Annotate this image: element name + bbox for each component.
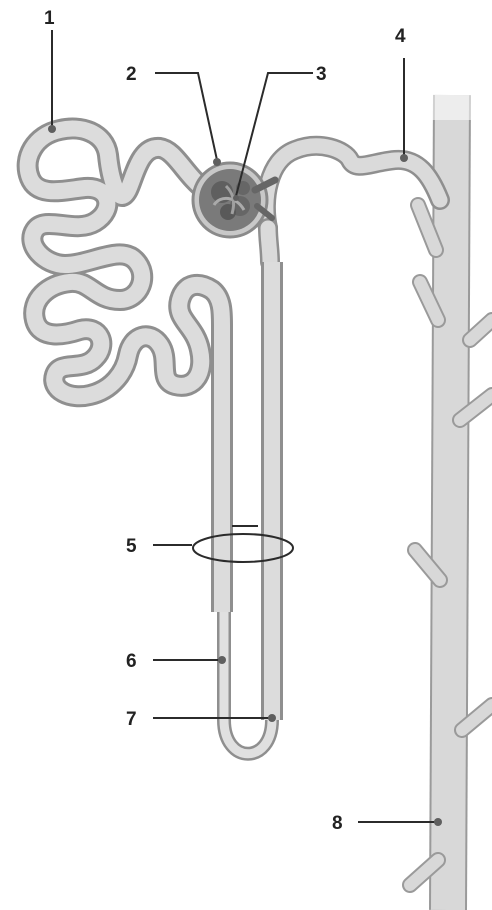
label-1: 1 <box>44 8 55 29</box>
collecting-duct <box>410 80 492 910</box>
label-3: 3 <box>316 64 327 85</box>
label-2: 2 <box>126 64 137 85</box>
label-4: 4 <box>395 26 406 47</box>
label-8: 8 <box>332 813 343 834</box>
proximal-tubule <box>28 128 222 396</box>
label-6: 6 <box>126 651 137 672</box>
loop-of-henle <box>222 262 272 754</box>
label-5: 5 <box>126 536 137 557</box>
label-7: 7 <box>126 709 137 730</box>
